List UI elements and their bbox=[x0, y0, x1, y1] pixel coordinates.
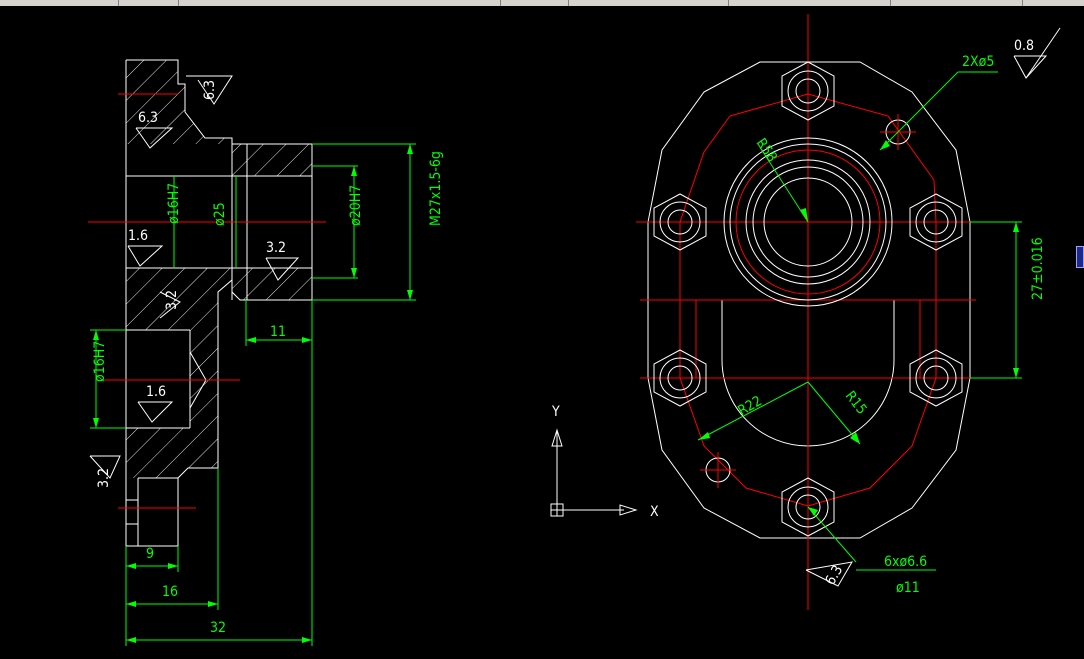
dim-r22: R22 bbox=[735, 393, 764, 419]
roughness-symbols bbox=[89, 75, 300, 479]
drawing-canvas[interactable]: 6.3 6.3 1.6 3.2 3.2 1.6 3.2 bbox=[0, 6, 1084, 659]
section-dim-arrows bbox=[93, 144, 413, 643]
roughness-4-label: 1.6 bbox=[146, 384, 166, 400]
ucs-x-label: X bbox=[650, 504, 659, 520]
roughness-2-label: 3.2 bbox=[266, 240, 286, 256]
plan-pitch-line bbox=[679, 93, 937, 507]
dim-bore-mid: ø25 bbox=[212, 202, 228, 226]
dim-thread: M27x1.5-6g bbox=[428, 151, 444, 226]
central-bore-pitch bbox=[735, 149, 881, 295]
hole-left-bottom bbox=[653, 349, 707, 407]
plan-roughness-symbols bbox=[805, 27, 1061, 587]
dim-27: 27±0.016 bbox=[1030, 237, 1046, 300]
side-panel-tab[interactable] bbox=[1076, 246, 1084, 268]
roughness-corner-label: 0.8 bbox=[1014, 38, 1034, 54]
section-view: 6.3 6.3 1.6 3.2 3.2 1.6 3.2 bbox=[88, 59, 444, 646]
roughness-5-label: 3.2 bbox=[96, 468, 112, 488]
plan-dim-arrows bbox=[698, 140, 1019, 516]
dim-9: 9 bbox=[146, 546, 154, 562]
dim-16: 16 bbox=[162, 584, 178, 600]
toolbar-strip bbox=[0, 0, 1084, 6]
dim-r58: R58 bbox=[753, 136, 780, 165]
dowel-hole-bottom-left bbox=[700, 452, 736, 488]
toolbar-separator bbox=[118, 0, 119, 6]
central-bore bbox=[723, 137, 893, 307]
dim-lower-bore: ø16H7 bbox=[92, 341, 108, 382]
toolbar-separator bbox=[728, 0, 729, 6]
roughness-bore-label: 6.3 bbox=[138, 110, 158, 126]
plan-dimensions bbox=[697, 71, 1022, 571]
dim-holes-small: 2Xø5 bbox=[962, 54, 994, 70]
hatch-region-top bbox=[126, 60, 232, 144]
ucs-icon: X Y bbox=[550, 404, 659, 520]
plan-outer-contour bbox=[647, 61, 971, 539]
roughness-3-label: 3.2 bbox=[164, 290, 180, 310]
dim-11: 11 bbox=[270, 324, 286, 340]
hatch-region-mid bbox=[126, 268, 232, 478]
dim-r15: R15 bbox=[842, 388, 870, 417]
toolbar-separator bbox=[568, 0, 569, 6]
toolbar-separator bbox=[178, 0, 179, 6]
plan-view: 0.8 6.3 2Xø5 R58 27±0.016 R22 R15 6xø6.6… bbox=[636, 14, 1061, 610]
toolbar-separator bbox=[500, 0, 501, 6]
dim-counterbore: ø11 bbox=[896, 580, 920, 596]
hole-left-top bbox=[653, 193, 707, 251]
roughness-1-label: 1.6 bbox=[128, 228, 148, 244]
roughness-top-label: 6.3 bbox=[202, 80, 218, 100]
hole-top bbox=[781, 61, 835, 121]
ucs-y-label: Y bbox=[551, 404, 560, 420]
section-dimensions bbox=[90, 143, 416, 646]
hatch-region-right bbox=[232, 268, 312, 300]
dim-32: 32 bbox=[210, 620, 226, 636]
hole-bottom bbox=[781, 477, 835, 537]
toolbar-separator bbox=[890, 0, 891, 6]
hole-right-bottom bbox=[909, 349, 963, 407]
dim-bore-large: ø20H7 bbox=[348, 185, 364, 226]
dim-holes-large: 6xø6.6 bbox=[884, 554, 927, 570]
dim-bore-small: ø16H7 bbox=[166, 183, 182, 224]
hole-right-top bbox=[909, 193, 963, 251]
section-centerlines bbox=[88, 93, 326, 509]
hatch-region-neck bbox=[232, 144, 312, 176]
toolbar-separator bbox=[1022, 0, 1023, 6]
